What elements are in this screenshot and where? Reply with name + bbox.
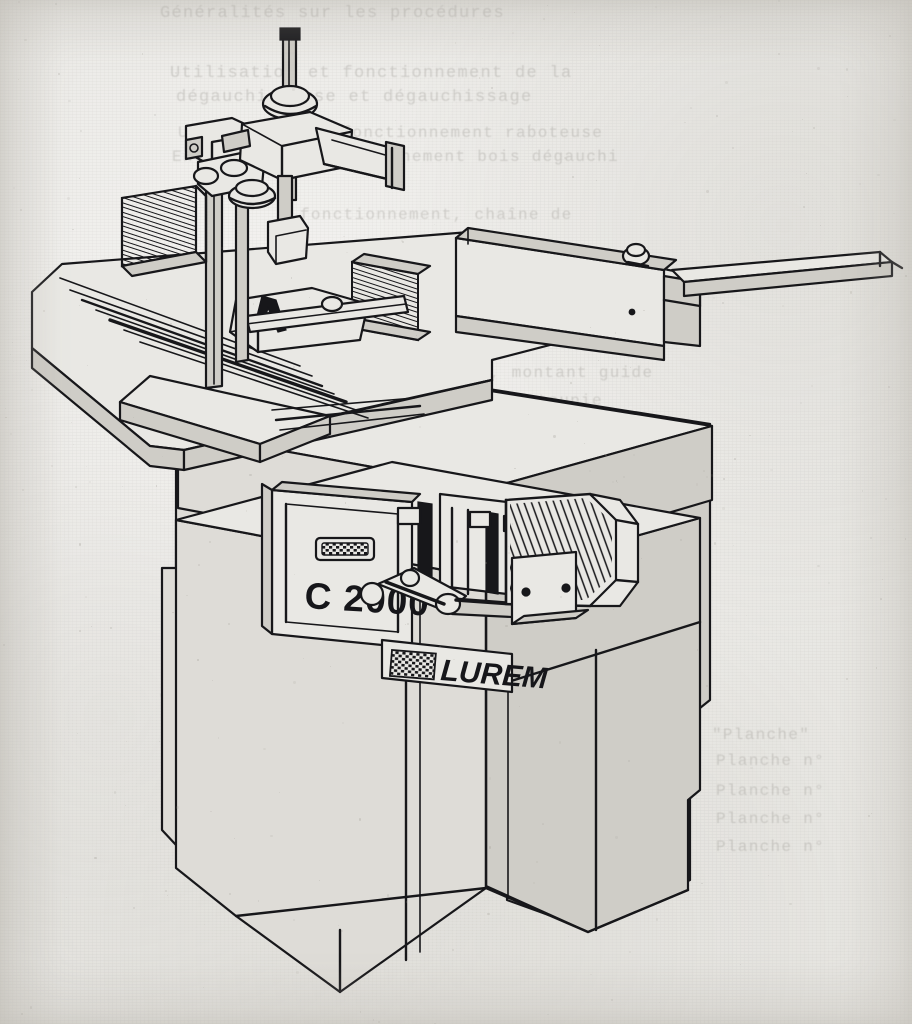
brand-badge: LUREM [380, 638, 549, 696]
operating-lever [359, 492, 542, 620]
electric-motor [504, 492, 640, 626]
timber-workpiece [120, 184, 208, 278]
machine-assembly: C 2000 [30, 27, 904, 994]
hold-down-spring-assembly [220, 27, 406, 266]
cutter-guard-assembly [228, 252, 432, 354]
rear-fence [454, 226, 702, 362]
fence-extension-arm [621, 242, 904, 298]
